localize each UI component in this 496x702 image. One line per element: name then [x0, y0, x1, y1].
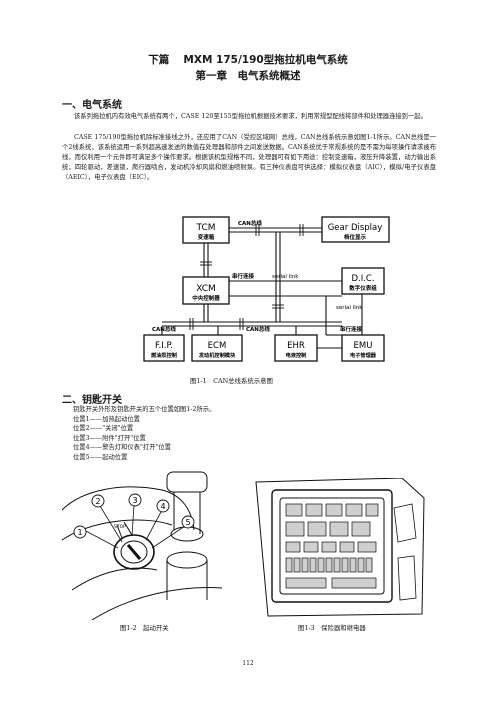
position-5: 位置5——起动位置 [73, 453, 128, 461]
dic-name: D.I.C. [351, 274, 374, 284]
figure-1-2-caption: 图1-2 起动开关 [120, 624, 169, 632]
emu-sub: 电子管理器 [350, 351, 377, 359]
stop-label: STOP [114, 524, 126, 530]
ignition-switch-figure: 1 2 3 4 5 STOP [62, 471, 223, 620]
fip-name: F.I.P. [155, 341, 173, 351]
page-number: 112 [242, 660, 254, 667]
tcm-sub: 变速箱 [198, 233, 215, 241]
ecm-sub: 发动机控制模块 [198, 351, 236, 359]
ehr-name: EHR [287, 341, 305, 351]
label-serial-en: serial link [272, 274, 299, 280]
gear-name: Gear Display [328, 223, 383, 233]
label-can-left: CAN总线 [152, 325, 176, 333]
section-heading-key-switch: 二、钥匙开关 [62, 395, 122, 406]
part-title: 下篇 MXM 175/190型拖拉机电气系统 [148, 54, 348, 66]
callout-3: 3 [132, 496, 137, 505]
section-heading-electrical: 一、电气系统 [62, 100, 122, 111]
ecm-box [191, 334, 243, 362]
emu-name: EMU [354, 341, 373, 351]
label-serial-cn2: 串行连接 [340, 325, 363, 333]
ehr-sub: 电液控制 [286, 351, 307, 359]
gear-sub: 档位显示 [343, 233, 367, 241]
fuse-relay-figure [255, 478, 425, 617]
label-can-top: CAN总线 [238, 219, 262, 227]
key-switch-intro: 钥匙开关外形及钥匙开关的五个位置如图1-2所示。 [73, 406, 216, 413]
tcm-name: TCM [195, 223, 215, 233]
fip-sub: 燃油泵控制 [151, 351, 177, 359]
callout-5: 5 [185, 518, 190, 527]
label-serial-cn: 串行连接 [232, 272, 255, 280]
position-1: 位置1——加热起动位置 [73, 415, 140, 423]
gear-display-box [321, 216, 390, 243]
dic-sub: 数字仪表组 [349, 284, 377, 292]
xcm-name: XCM [196, 284, 216, 294]
callout-1: 1 [77, 528, 82, 537]
figure-1-1-caption: 图1-1 CAN总线系统示意图 [190, 377, 273, 385]
label-serial-en2: serial link [336, 305, 363, 311]
position-2: 位置2——"关闭"位置 [73, 425, 134, 433]
chapter-title: 第一章 电气系统概述 [195, 70, 301, 82]
xcm-box [182, 276, 230, 305]
callout-2: 2 [95, 497, 100, 506]
callout-4: 4 [160, 502, 165, 511]
xcm-sub: 中央控制器 [192, 294, 220, 302]
ecm-name: ECM [208, 341, 227, 351]
paragraph-2: CASE 175/190型拖拉机除标准接线之外，还应用了CAN（受控区域网）总线… [62, 134, 436, 181]
position-3: 位置3——附件"打开"位置 [73, 434, 146, 442]
fip-box [143, 334, 185, 362]
figure-1-3-caption: 图1-3 保险器和继电器 [298, 624, 366, 632]
position-4: 位置4——警告灯和仪表"打开"位置 [73, 444, 171, 452]
tcm-box [182, 216, 230, 244]
label-can-mid: CAN总线 [246, 325, 270, 333]
paragraph-1: 该系列拖拉机内有效电气系统有两个，CASE 120至155型拖拉机根据技术要求，… [74, 113, 427, 120]
key-switch-list: 钥匙开关外形及钥匙开关的五个位置如图1-2所示。 位置1——加热起动位置 位置2… [73, 405, 215, 463]
